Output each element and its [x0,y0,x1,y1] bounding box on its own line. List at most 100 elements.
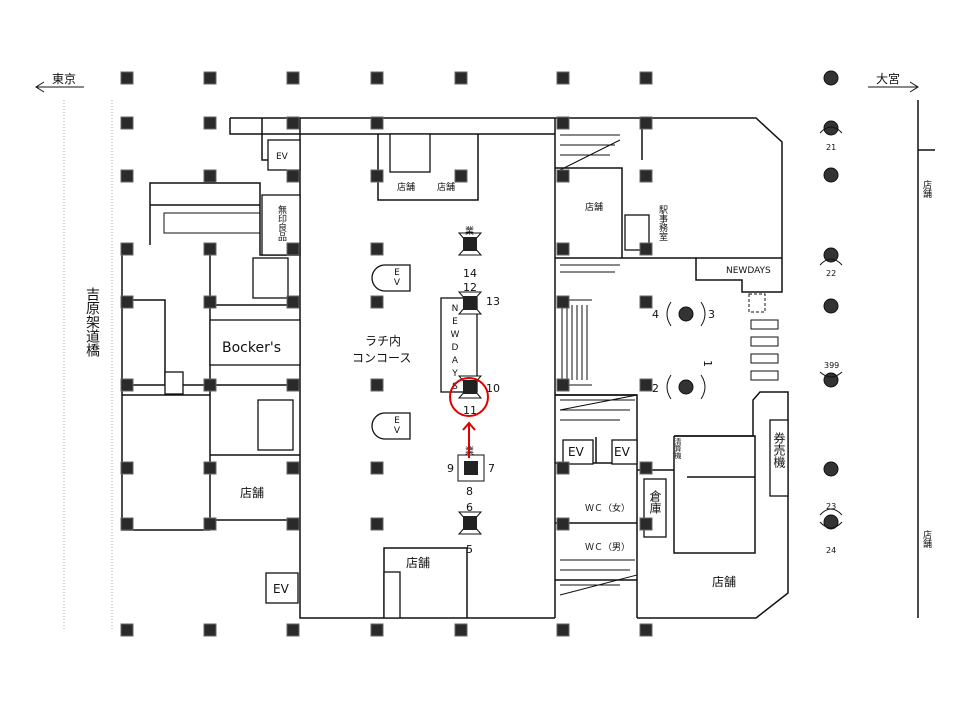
wc-men-label: ＷＣ（男） [585,542,630,553]
elevator [371,412,411,440]
bockers-shop [209,319,301,366]
pillar [463,237,477,251]
stairs [389,133,431,173]
round-pillar [823,298,839,314]
concourse-label-2: コンコース [352,351,411,365]
pillar [120,461,134,475]
pillar [286,295,300,309]
muji-label: 無印良品 [276,204,287,242]
elevator [265,572,299,604]
pillar [639,242,653,256]
highlight-arrow [462,421,476,458]
walls [121,100,935,619]
camera-number: 22 [826,269,836,278]
pillar [639,517,653,531]
pillar [286,116,300,130]
camera-number: 11 [463,404,477,417]
pillar [203,116,217,130]
pillar [464,461,478,475]
pillar [454,169,468,183]
ev-label: EV [568,445,585,459]
ticket-machine-label: 券売機 [772,431,786,468]
shop-label: 店舗 [406,556,430,570]
highlight-circle [449,377,489,417]
pillar [120,169,134,183]
round-pillar [823,514,839,530]
pillar [463,516,477,530]
pillars [120,71,653,637]
ev-label: EV [273,582,290,596]
pillar [203,517,217,531]
pillar [556,242,570,256]
shop-label: 店舗 [240,486,264,500]
pillar [203,461,217,475]
camera-number: 24 [826,546,836,555]
pillar [370,623,384,637]
pillar [463,296,477,310]
stairs [257,399,294,451]
wc-women-label: ＷＣ（女） [585,502,630,514]
camera-number: 6 [466,501,473,514]
pillar [370,71,384,85]
ev-label: EV [392,268,402,288]
pillar [370,517,384,531]
pillar [370,378,384,392]
pillar [120,71,134,85]
round-pillar [823,461,839,477]
direction-tokyo: 東京 [35,72,84,93]
camera-number: 9 [447,462,454,475]
camera-number: 12 [463,281,477,294]
direction-tokyo-label: 東京 [52,72,76,86]
elevator [562,439,594,465]
ev-label: EV [276,152,289,162]
pillar [120,242,134,256]
newdays-label: NEWDAYS [726,266,771,276]
shop-label: 店舗 [712,575,736,589]
shop-label: 店舗 [437,181,455,193]
shop-label: 店舗 [921,179,932,199]
pillar [556,461,570,475]
staff-label: 業 [465,225,474,237]
pillar [120,623,134,637]
pillar [556,295,570,309]
pillar [556,623,570,637]
pillar [556,378,570,392]
pillar [370,242,384,256]
camera-number: 7 [488,462,495,475]
round-pillar [823,167,839,183]
bockers-label: Bocker's [222,340,281,356]
round-pillar [678,379,694,395]
pillar [639,71,653,85]
ticket-machine [769,419,789,497]
pillar [454,71,468,85]
pillar [463,380,477,394]
pillar [203,242,217,256]
camera-number: 14 [463,267,477,280]
pillar [286,71,300,85]
camera-number: 399 [824,361,839,370]
pillar [203,295,217,309]
pillar [639,623,653,637]
camera-number: 3 [708,308,715,321]
camera-numbers: 1 2 3 4 5 6 7 8 9 10 11 12 13 14 21 22 2… [447,143,839,556]
ev-label: EV [614,445,631,459]
fare-adjust-label: 清算機 [674,437,682,460]
round-pillar [823,372,839,388]
pillar [120,295,134,309]
pillar [370,116,384,130]
pillar [120,116,134,130]
shop-label: 店舗 [921,529,932,549]
storage-label: 倉庫 [648,489,662,515]
pillar [639,295,653,309]
camera-number: 13 [486,295,500,308]
camera-number: 1 [701,360,714,367]
pillar [556,517,570,531]
elevator [611,439,638,465]
camera-arcs [666,301,706,400]
camera-arcs [819,126,843,529]
round-pillars [678,70,839,530]
newdays-vertical-label: NEWDAYS [450,304,460,395]
pillar [120,378,134,392]
pillar [556,71,570,85]
round-pillar [678,306,694,322]
